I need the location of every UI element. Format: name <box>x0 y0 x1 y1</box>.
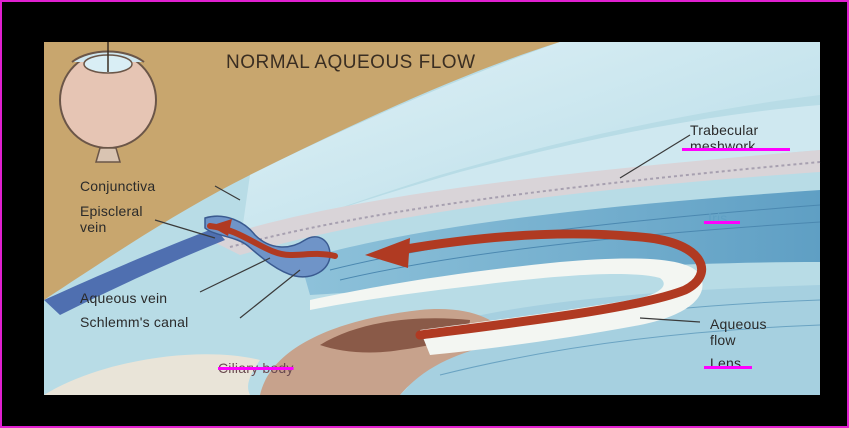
highlight-mark-iris <box>704 221 740 224</box>
label-episcleral: Episcleral <box>80 203 143 219</box>
label-aqueous: Aqueous <box>710 316 767 332</box>
label-schlemms-canal: Schlemm's canal <box>80 314 188 330</box>
label-conjunctiva: Conjunctiva <box>80 178 155 194</box>
label-trabecular: Trabecular <box>690 122 758 138</box>
label-meshwork: meshwork <box>690 138 755 154</box>
label-aqueous-vein: Aqueous vein <box>80 290 167 306</box>
highlight-mark-meshwork <box>682 148 790 151</box>
diagram-title: NORMAL AQUEOUS FLOW <box>226 52 476 73</box>
label-ciliary-body: Ciliary body <box>218 360 294 376</box>
highlight-mark-lens <box>704 366 752 369</box>
label-vein: vein <box>80 219 106 235</box>
label-flow: flow <box>710 332 736 348</box>
